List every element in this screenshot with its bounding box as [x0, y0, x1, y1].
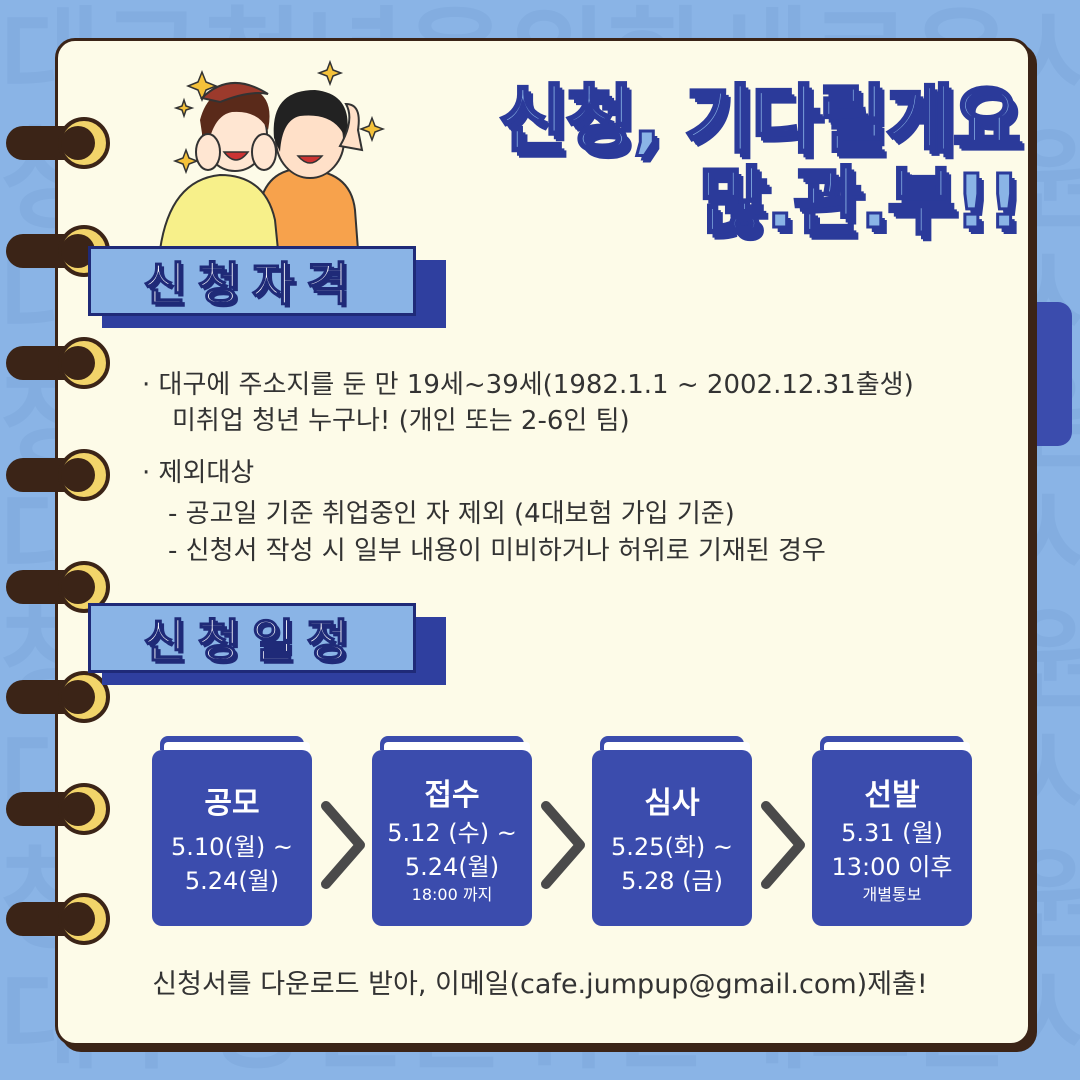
eligibility-line-2: 미취업 청년 누구나! (개인 또는 2-6인 팀) — [172, 406, 630, 436]
schedule-step-book: 접수 5.12 (수) ~ 5.24(월) 18:00 까지 — [372, 736, 532, 926]
schedule-step-book: 심사 5.25(화) ~ 5.28 (금) — [592, 736, 752, 926]
section-heading-schedule: 신청일정 — [88, 603, 446, 685]
ring-binder-icon — [6, 893, 110, 945]
step-date-end: 5.28 (금) — [621, 867, 723, 895]
cheering-people-illustration — [158, 60, 386, 250]
step-date-start: 5.10(월) ~ — [171, 833, 293, 861]
exclusion-item-1: - 공고일 기준 취업중인 자 제외 (4대보험 가입 기준) — [168, 499, 735, 529]
section-heading-eligibility: 신청자격 — [88, 246, 446, 328]
step-title: 접수 — [424, 778, 480, 813]
schedule-step-book: 공모 5.10(월) ~ 5.24(월) — [152, 736, 312, 926]
ring-binder-icon — [6, 337, 110, 389]
step-title: 공모 — [204, 786, 260, 821]
section-heading-text: 신청일정 — [143, 613, 361, 669]
step-date-end: 5.24(월) — [184, 867, 280, 895]
ring-binder-icon — [6, 117, 110, 169]
ring-binder-icon — [6, 561, 110, 613]
step-note: 개별통보 — [862, 885, 922, 904]
step-note: 18:00 까지 — [411, 885, 493, 904]
exclusion-item-2: - 신청서 작성 시 일부 내용이 미비하거나 허위로 기재된 경우 — [168, 536, 826, 566]
step-date-start: 5.12 (수) ~ — [387, 819, 517, 847]
submission-instructions: 신청서를 다운로드 받아, 이메일(cafe.jumpup@gmail.com)… — [152, 969, 928, 1000]
sparkle-icon — [172, 60, 386, 175]
headline-line-2: 많.관.부!! — [698, 159, 1023, 246]
schedule-step-book: 선발 5.31 (월) 13:00 이후 개별통보 — [812, 736, 972, 926]
section-heading-text: 신청자격 — [143, 256, 361, 312]
chevron-right-icon — [761, 801, 805, 889]
step-date-start: 5.31 (월) — [841, 819, 943, 847]
headline-line-1: 신청, 기다릴게요 — [497, 77, 1022, 164]
step-title: 선발 — [864, 778, 920, 813]
exclusion-title: · 제외대상 — [142, 458, 255, 488]
step-title: 심사 — [644, 786, 700, 821]
ring-binder-icon — [6, 225, 110, 277]
step-date-end: 13:00 이후 — [831, 853, 953, 881]
eligibility-line-1: · 대구에 주소지를 둔 만 19세~39세(1982.1.1 ~ 2002.1… — [142, 370, 914, 400]
step-date-end: 5.24(월) — [404, 853, 500, 881]
step-date-start: 5.25(화) ~ — [611, 833, 733, 861]
ring-binder-icon — [6, 449, 110, 501]
chevron-right-icon — [541, 801, 585, 889]
ring-binder-icon — [6, 671, 110, 723]
chevron-right-icon — [321, 801, 365, 889]
ring-binder-icon — [6, 783, 110, 835]
